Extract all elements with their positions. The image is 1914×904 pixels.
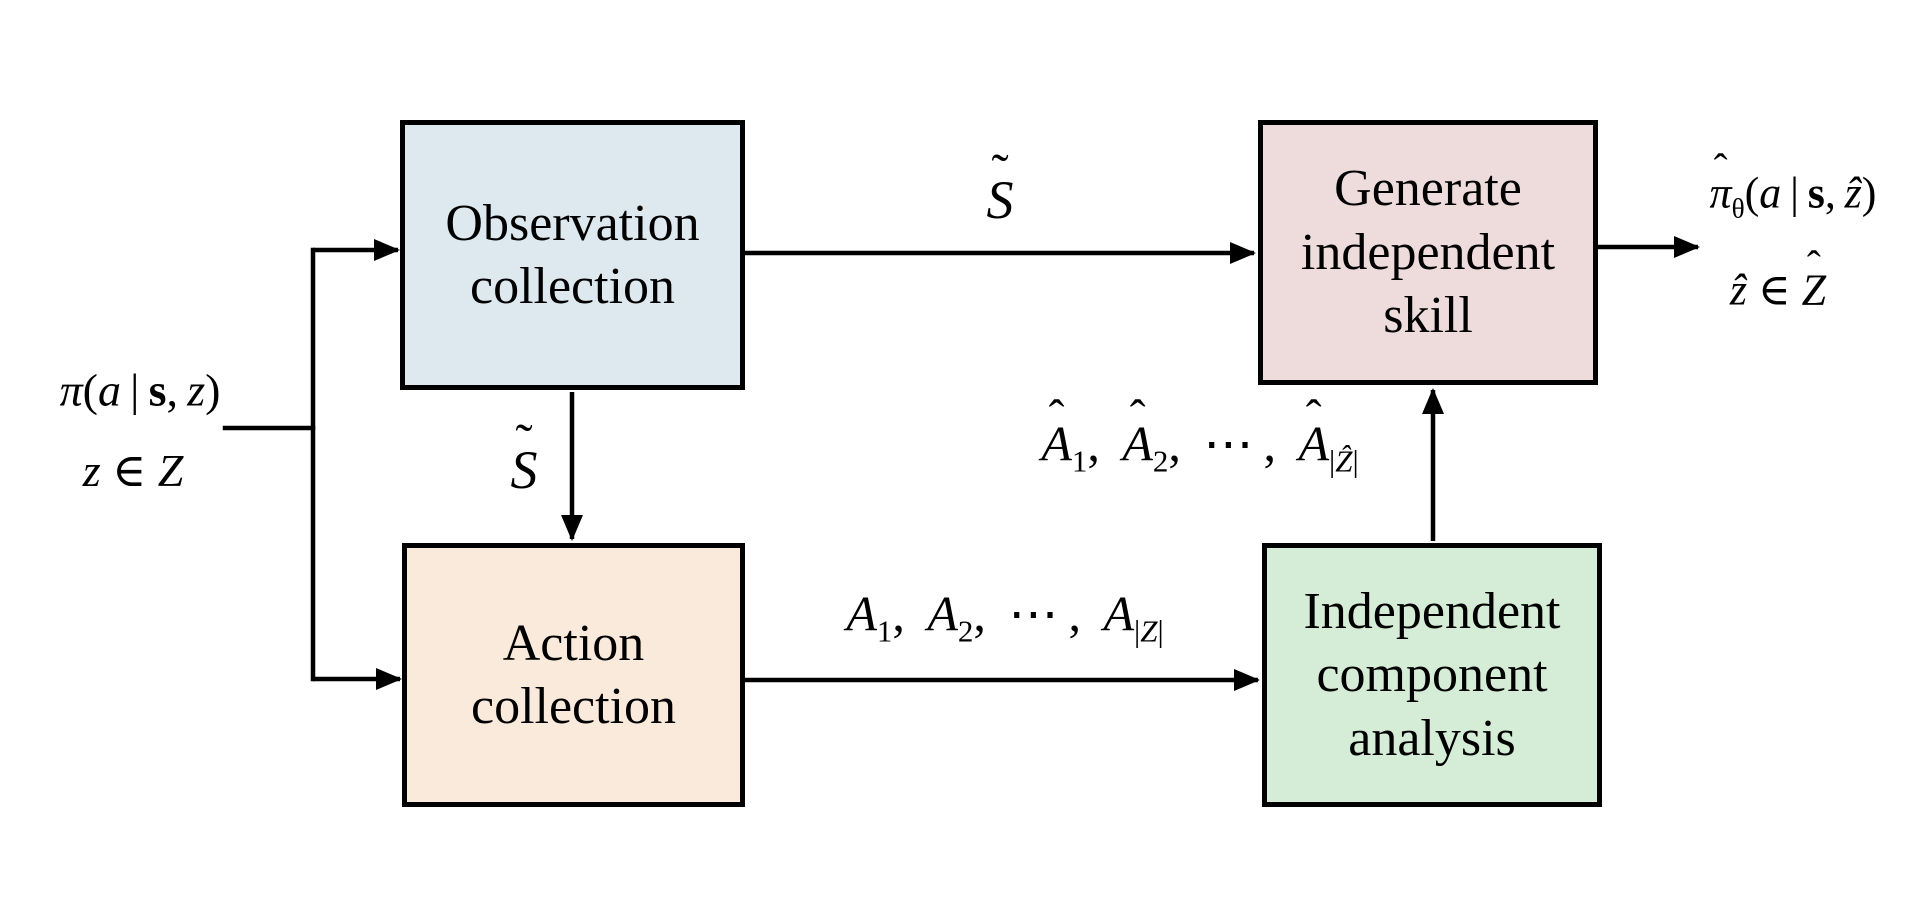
box-label-line: collection xyxy=(470,678,677,735)
generate-independent-skill-box: Generate independent skill xyxy=(1258,120,1598,385)
independent-component-analysis-box: Independent component analysis xyxy=(1262,543,1602,807)
box-label-line: independent xyxy=(1300,223,1556,281)
input-skill-set-label: z ∈ Z xyxy=(82,445,184,496)
action-collection-box: Action collection xyxy=(402,543,745,807)
box-label-line: skill xyxy=(1383,287,1473,345)
observation-collection-box: Observation collection xyxy=(400,120,745,390)
box-label-line: component xyxy=(1316,646,1548,704)
box-label-line: Action xyxy=(502,614,645,672)
box-label-line: analysis xyxy=(1348,709,1516,767)
box-label-line: Observation xyxy=(445,194,700,252)
box-label-line: Independent xyxy=(1303,582,1561,640)
box-label-line: Generate xyxy=(1334,160,1522,218)
action-sets-label: A1, A2, ⋯ , A|Z| xyxy=(846,585,1164,649)
state-set-label-top: ˜S xyxy=(986,144,1014,230)
input-policy-label: π(a | s, z) xyxy=(59,364,221,416)
box-label-line: collection xyxy=(469,258,676,315)
state-set-label-middle: ˜S xyxy=(510,414,538,500)
